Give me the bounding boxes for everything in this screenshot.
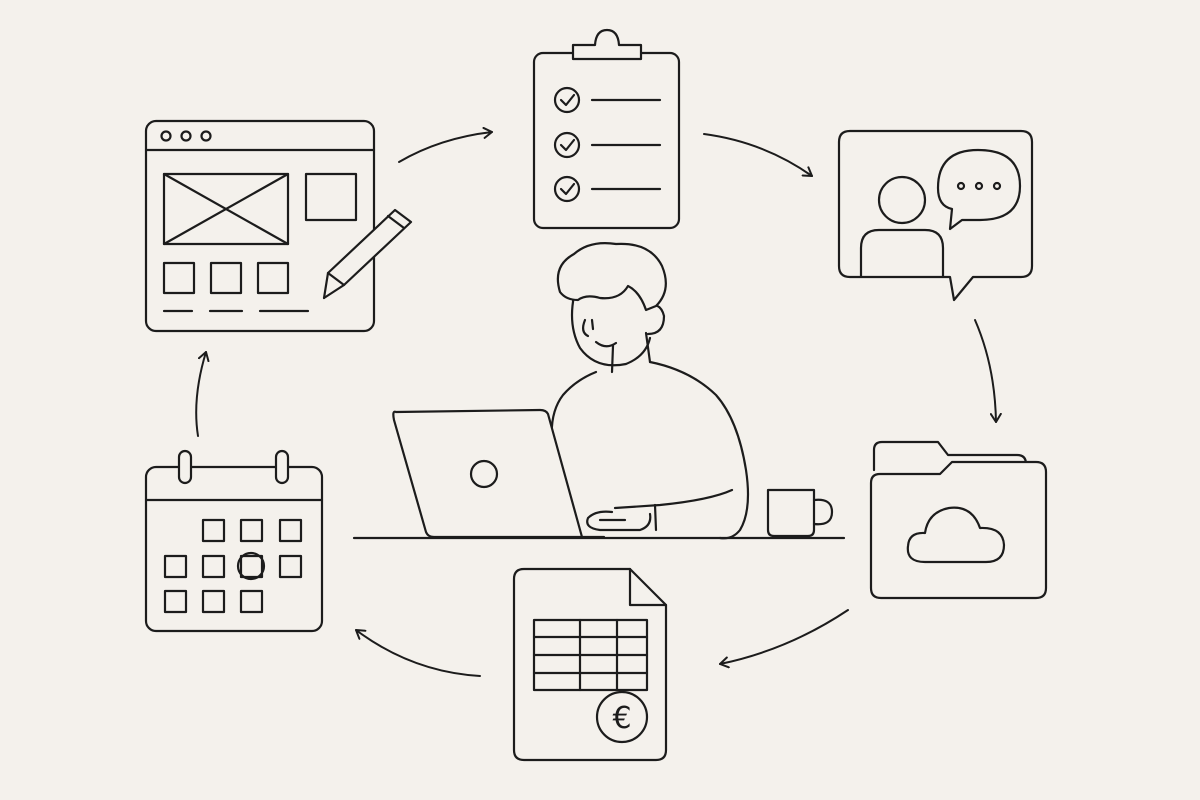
invoice-icon: €	[512, 567, 668, 762]
euro-coin-icon	[595, 690, 649, 744]
arrow-calendar-to-design	[195, 351, 210, 437]
laptop-icon	[392, 408, 584, 539]
calendar-icon	[144, 449, 324, 633]
arrow-invoice-to-calendar	[355, 629, 481, 677]
freelancer-at-laptop	[352, 242, 846, 540]
arrow-cloud-to-invoice	[719, 609, 849, 669]
checklist-icon	[532, 28, 681, 230]
coffee-mug-icon	[766, 488, 834, 538]
cloud-storage-icon	[869, 440, 1048, 600]
arrow-design-to-checklist	[398, 126, 493, 163]
euro-symbol: €	[612, 701, 631, 736]
arrow-client-to-cloud	[974, 319, 1002, 423]
cycle-arrows	[195, 126, 1002, 677]
pencil-icon	[322, 208, 413, 300]
arrow-checklist-to-client	[703, 133, 813, 177]
laptop-logo-icon	[469, 459, 499, 489]
design-wireframe-icon	[144, 119, 413, 333]
client-communication-icon	[837, 129, 1034, 302]
